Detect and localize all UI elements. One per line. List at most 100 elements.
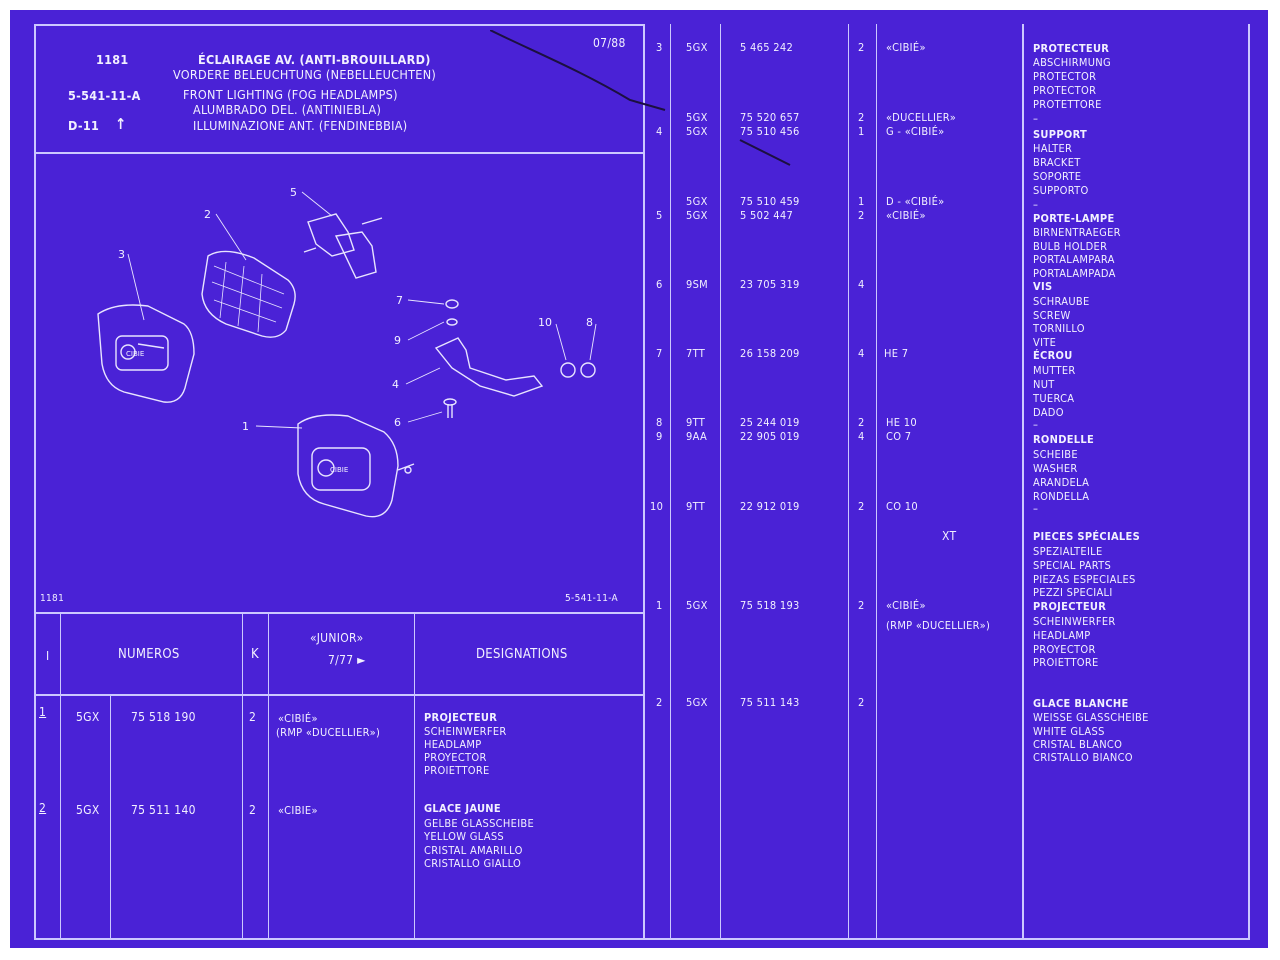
desig-title: GLACE JAUNE: [424, 802, 501, 815]
washer-10: [560, 362, 576, 378]
row-qty: 4: [858, 347, 865, 360]
desig-line: YELLOW GLASS: [424, 830, 505, 843]
row-number: 75 518 193: [740, 599, 800, 612]
col-line: [1022, 24, 1024, 938]
row-group: 5GX: [686, 696, 708, 709]
desig-line: CRISTAL AMARILLO: [424, 844, 523, 857]
row-index: 2: [39, 801, 47, 815]
desig-title: SUPPORT: [1033, 128, 1088, 141]
desig-title: PROJECTEUR: [424, 711, 498, 724]
row-note: (RMP «DUCELLIER»): [276, 726, 381, 739]
desig-title: GLACE BLANCHE: [1033, 697, 1129, 710]
row-note: «CIBIÉ»: [886, 599, 926, 612]
row-note: «DUCELLIER»: [886, 111, 957, 124]
row-index: 5: [656, 209, 663, 222]
desig-line: SOPORTE: [1033, 170, 1082, 183]
row-number: 25 244 019: [740, 416, 800, 429]
col-line: [60, 612, 61, 938]
title-de: VORDERE BELEUCHTUNG (NEBELLEUCHTEN): [173, 67, 437, 82]
desig-line: SCHEIBE: [1033, 448, 1078, 461]
row-index: 6: [656, 278, 663, 291]
col-line: [670, 24, 671, 938]
row-qty: 2: [858, 209, 865, 222]
desig-title: VIS: [1033, 280, 1053, 293]
col-line: [876, 24, 877, 938]
row-group: 5GX: [686, 41, 708, 54]
row-qty: 2: [249, 803, 257, 817]
row-note: «CIBIE»: [278, 804, 318, 817]
desig-title: PROJECTEUR: [1033, 600, 1107, 613]
desig-line: MUTTER: [1033, 364, 1076, 377]
desig-title: RONDELLE: [1033, 433, 1095, 446]
row-number: 75 511 143: [740, 696, 800, 709]
row-qty: 1: [858, 125, 865, 138]
desig-line: PROYECTOR: [424, 751, 487, 764]
left-border: [34, 24, 36, 940]
callout-3: 3: [118, 248, 125, 261]
col-header-designations: DESIGNATIONS: [476, 647, 568, 662]
desig-line: SCHEINWERFER: [1033, 615, 1116, 628]
col-line: [414, 612, 415, 938]
row-note: CO 10: [886, 500, 918, 513]
desig-line: –: [1033, 418, 1039, 431]
parts-catalog-sheet: 1181 5-541-11-A D-11 ↑ 07/88 ÉCLAIRAGE A…: [10, 10, 1268, 948]
row-index: 4: [656, 125, 663, 138]
nut-7: [445, 299, 459, 309]
desig-line: ARANDELA: [1033, 476, 1090, 489]
desig-line: SUPPORTO: [1033, 184, 1089, 197]
row-group: 9SM: [686, 278, 709, 291]
row-index: 8: [656, 416, 663, 429]
col-header-junior: «JUNIOR»: [310, 631, 364, 645]
row-number: 5 465 242: [740, 41, 794, 54]
desig-title: PIECES SPÉCIALES: [1033, 530, 1141, 543]
lamp-brand-label: CIBIE: [126, 350, 144, 358]
lamp-cover-3: [97, 304, 195, 403]
desig-line: TORNILLO: [1033, 322, 1085, 335]
row-group: 9TT: [686, 500, 706, 513]
row-note: G - «CIBIÉ»: [886, 125, 945, 138]
screw-6: [443, 398, 457, 418]
col-line: [720, 24, 721, 938]
desig-title: PROTECTEUR: [1033, 42, 1110, 55]
row-group: 5GX: [686, 209, 708, 222]
callout-5: 5: [290, 186, 297, 199]
row-note: HE 7: [884, 347, 909, 360]
bottom-border: [34, 938, 1250, 940]
row-number: 75 518 190: [131, 710, 196, 724]
header-divider: [34, 152, 644, 154]
row-group: 5GX: [686, 599, 708, 612]
row-group: 9TT: [686, 416, 706, 429]
desig-line: HALTER: [1033, 142, 1073, 155]
row-number: 75 511 140: [131, 803, 196, 817]
lamp-lens-2: [201, 250, 296, 338]
desig-line: –: [1033, 112, 1039, 125]
row-group: 5GX: [686, 111, 708, 124]
row-qty: 2: [858, 41, 865, 54]
row-qty: 2: [858, 500, 865, 513]
exploded-diagram: 3 2 5 7 9 4 6 1 10 8 CIBIE CIBIE: [97, 186, 597, 518]
col-header-i: I: [46, 649, 50, 663]
desig-line: GELBE GLASSCHEIBE: [424, 817, 535, 830]
row-note: CO 7: [886, 430, 912, 443]
desig-line: PROIETTORE: [1033, 656, 1099, 669]
row-qty: 2: [858, 599, 865, 612]
row-note: «CIBIÉ»: [886, 41, 926, 54]
row-note: HE 10: [886, 416, 917, 429]
title-en: FRONT LIGHTING (FOG HEADLAMPS): [183, 87, 398, 102]
center-divider: [643, 24, 645, 940]
diagram-bottom-line: [34, 612, 644, 614]
desig-line: RONDELLA: [1033, 490, 1090, 503]
callout-2: 2: [204, 208, 211, 221]
right-divider: [1248, 24, 1250, 940]
desig-line: PROYECTOR: [1033, 643, 1096, 656]
desig-line: PORTALAMPARA: [1033, 253, 1115, 266]
title-es: ALUMBRADO DEL. (ANTINIEBLA): [193, 102, 382, 117]
row-qty: 2: [858, 416, 865, 429]
xt-label: XT: [942, 529, 957, 543]
desig-title: ÉCROU: [1033, 349, 1073, 362]
row-index: 1: [39, 705, 47, 719]
desig-line: PEZZI SPECIALI: [1033, 586, 1113, 599]
row-index: 3: [656, 41, 663, 54]
washer-9: [446, 318, 458, 326]
col-line: [110, 694, 111, 938]
